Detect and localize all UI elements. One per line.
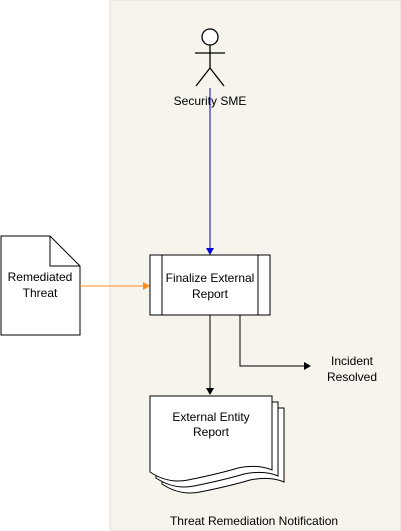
input-document-label-line1: Remediated: [8, 270, 73, 284]
swimlane-title: Threat Remediation Notification: [170, 514, 338, 528]
process-label-line1: Finalize External: [166, 271, 255, 285]
input-document-label-line2: Threat: [23, 286, 58, 300]
document-icon[interactable]: [0, 235, 81, 336]
process-label-line2: Report: [192, 287, 229, 301]
output-document-label-line1: External Entity: [172, 410, 249, 424]
process-box[interactable]: [149, 254, 271, 316]
output-document-label-line2: Report: [193, 425, 230, 439]
process-to-end-connector[interactable]: [239, 315, 311, 370]
multi-document-icon[interactable]: [149, 395, 285, 494]
stick-figure-icon[interactable]: [195, 28, 225, 87]
end-state-label-line1: Incident: [331, 354, 374, 368]
end-state-label-line2: Resolved: [327, 370, 377, 384]
